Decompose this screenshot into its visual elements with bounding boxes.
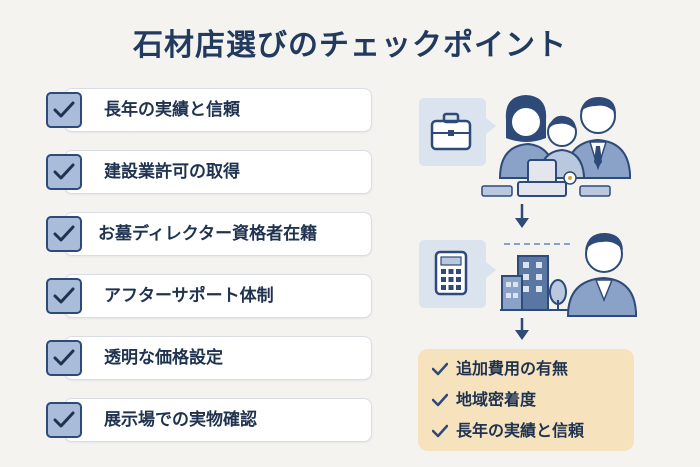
benefit-panel: 追加費用の有無 地域密着度 長年の実績と信頼 (418, 349, 634, 451)
briefcase-bubble-icon (419, 98, 496, 166)
checklist-item: アフターサポート体制 (46, 274, 372, 318)
checklist-item: 建設業許可の取得 (46, 150, 372, 194)
check-icon (432, 362, 448, 376)
checklist-card (64, 150, 372, 194)
checklist-label: 長年の実績と信頼 (104, 100, 240, 120)
checklist-label: 展示場での実物確認 (104, 410, 257, 430)
checkbox-icon (46, 92, 82, 128)
staff-person-icon (566, 232, 637, 317)
checkbox-icon (46, 340, 82, 376)
checklist-label: お墓ディレクター資格者在籍 (98, 224, 318, 244)
checkbox-icon (46, 154, 82, 190)
checklist-card (64, 398, 372, 442)
calculator-bubble-icon (419, 240, 496, 308)
building-icon (500, 243, 572, 311)
checklist-label: 建設業許可の取得 (104, 162, 240, 182)
benefit-label: 地域密着度 (456, 390, 537, 409)
checklist-card (64, 274, 372, 318)
benefit-label: 追加費用の有無 (456, 359, 569, 378)
checkbox-icon (46, 216, 82, 252)
checklist-item: 長年の実績と信頼 (46, 88, 372, 132)
checklist-card (64, 88, 372, 132)
checklist-label: アフターサポート体制 (104, 286, 274, 306)
arrow-down-icon (515, 318, 529, 340)
check-icon (432, 424, 448, 438)
checkbox-icon (46, 278, 82, 314)
checklist-label: 透明な価格設定 (104, 348, 223, 368)
checklist-card (64, 336, 372, 380)
arrow-down-icon (515, 204, 529, 228)
family-icon (481, 95, 631, 197)
benefit-label: 長年の実績と信頼 (456, 421, 585, 440)
tree-icon (549, 279, 567, 310)
checklist-item: 展示場での実物確認 (46, 398, 372, 442)
checklist-item: お墓ディレクター資格者在籍 (46, 212, 372, 256)
checklist-item: 透明な価格設定 (46, 336, 372, 380)
check-icon (432, 393, 448, 407)
page-title: 石材店選びのチェックポイント (133, 28, 567, 63)
checklist-card (64, 212, 372, 256)
checkbox-icon (46, 402, 82, 438)
